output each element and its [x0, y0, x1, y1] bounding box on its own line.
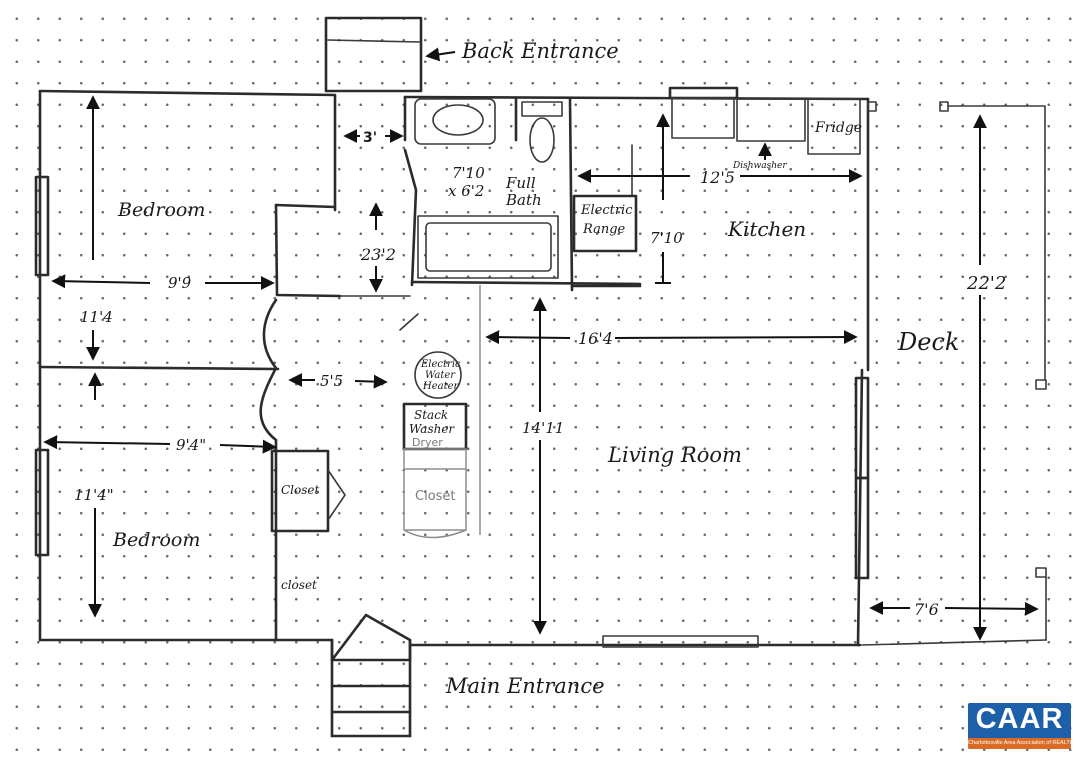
- water-heater-label-2: Water: [425, 370, 456, 381]
- caar-logo-text: CAAR: [975, 703, 1064, 735]
- back-entrance-label: Back Entrance: [461, 39, 619, 63]
- dim-living-depth: 14'11: [522, 419, 564, 437]
- bathroom: [403, 95, 642, 292]
- washer-label-1: Stack: [414, 408, 448, 422]
- dim-living-width: 16'4: [578, 329, 613, 348]
- main-entrance-label: Main Entrance: [445, 674, 605, 698]
- windows: [34, 175, 870, 648]
- living-room-label: Living Room: [607, 443, 742, 467]
- dim-back-hall-width: 3': [363, 130, 377, 146]
- washer-label-3: Dryer: [412, 436, 443, 449]
- dim-bath-size-1: 7'10: [452, 164, 485, 182]
- caar-logo: CAAR Charlottesville Area Association of…: [968, 703, 1071, 749]
- closet-bedroom-label: Closet: [281, 483, 320, 497]
- dim-kitchen-width: 12'5: [700, 168, 735, 187]
- washer-label-2: Washer: [409, 422, 455, 436]
- main-entrance-steps: [330, 613, 412, 738]
- dimension-lines: [43, 95, 1039, 641]
- caar-logo-bar: Charlottesville Area Association of REAL…: [968, 738, 1071, 749]
- closet-laundry-label: Closet: [415, 489, 456, 504]
- exterior-walls: [38, 89, 870, 647]
- bedroom-bottom-label: Bedroom: [112, 529, 200, 551]
- back-entrance-arrow: [425, 47, 456, 62]
- electric-range-label-2: Range: [582, 222, 626, 237]
- dim-bedroom-top-width: 9'9: [168, 274, 192, 292]
- dishwasher-label: Dishwasher: [732, 161, 787, 171]
- kitchen-label: Kitchen: [727, 217, 806, 241]
- full-bath-label-2: Bath: [505, 191, 542, 209]
- full-bath-label: Full: [505, 174, 536, 192]
- dim-bedroom-bottom-depth: 11'4": [74, 486, 114, 504]
- water-heater-label-3: Heater: [422, 381, 460, 392]
- caar-logo-subtitle: Charlottesville Area Association of REAL…: [968, 740, 1071, 746]
- deck-label: Deck: [897, 328, 959, 356]
- deck-outline: [861, 101, 1047, 646]
- electric-range-label-1: Electric: [580, 203, 633, 218]
- dim-bedroom-bottom-width: 9'4": [176, 436, 206, 454]
- hall-and-laundry: [339, 285, 481, 539]
- bedroom-top-label: Bedroom: [117, 199, 205, 221]
- dim-kitchen-depth: 7'10: [650, 229, 683, 247]
- dim-bedroom-top-depth: 11'4: [80, 308, 113, 326]
- dim-hall-width: 5'5: [320, 372, 343, 390]
- dim-hall-length: 23'2: [360, 245, 396, 264]
- dim-deck-length: 22'2: [966, 273, 1006, 294]
- kitchen: [570, 86, 877, 288]
- back-entrance-steps: [324, 16, 423, 93]
- closet-hall-label: closet: [281, 578, 317, 592]
- water-heater-label-1: Electric: [420, 359, 461, 370]
- fridge-label: Fridge: [814, 120, 862, 136]
- bedroom-walls: [38, 203, 346, 642]
- dim-bath-size-2: x 6'2: [448, 182, 484, 200]
- dim-deck-width: 7'6: [914, 600, 939, 619]
